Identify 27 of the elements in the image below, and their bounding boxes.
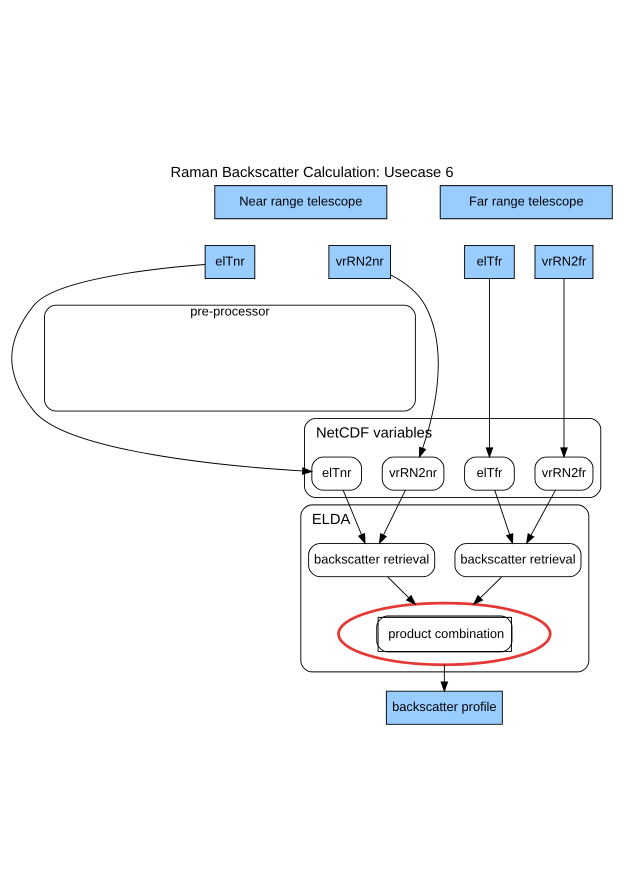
arrow [560,278,568,458]
node-box: pre-processor [44,304,416,411]
arrow [390,274,439,458]
node-box: elTnr [311,456,362,490]
arrow [494,490,514,544]
node-box: vrRN2nr [328,244,391,278]
node-box: vrRN2fr [534,456,594,490]
node-box: vrRN2nr [382,456,444,490]
arrow [472,576,502,605]
arrow [440,664,448,692]
node-box: backscatter profile [386,690,503,724]
arrow [486,278,494,458]
arrow [526,490,556,544]
arrow [342,490,366,544]
node-box: elTfr [464,456,515,490]
node-box: backscatter retrieval [308,542,436,577]
node-box: Near range telescope [214,184,388,219]
node-box: backscatter retrieval [454,542,582,577]
node-box: elTnr [204,244,256,278]
node-box: elTfr [464,244,515,278]
arrow [387,576,416,605]
node-box: Far range telescope [440,184,613,219]
node-box: vrRN2fr [534,244,594,278]
diagram-title: Raman Backscatter Calculation: Usecase 6 [170,164,454,181]
node-ellipse: product combination [337,601,552,666]
arrow [11,264,314,474]
arrow [378,490,406,544]
